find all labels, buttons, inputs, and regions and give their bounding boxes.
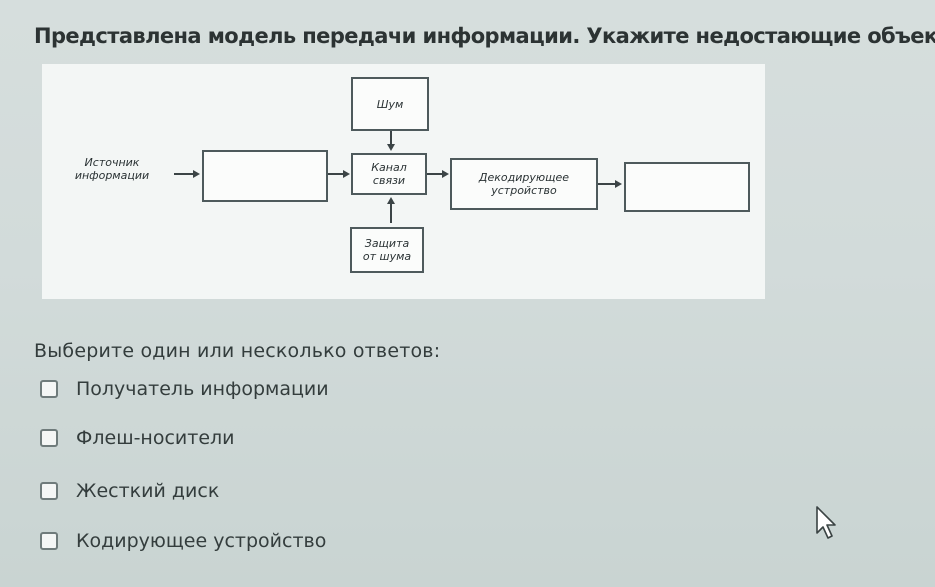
noise-arrow [390,131,392,145]
blank1-arrow-head [343,170,350,178]
option-receiver-checkbox[interactable] [40,380,58,398]
decoder-arrow [598,183,616,185]
option-encoder[interactable]: Кодирующее устройство [40,530,326,552]
missing-receiver-box [624,162,750,212]
channel-label-line1: Канал [371,161,407,174]
decoder-box: Декодирующее устройство [450,158,598,210]
answer-prompt: Выберите один или несколько ответов: [34,340,441,362]
option-receiver-label[interactable]: Получатель информации [76,378,329,400]
option-receiver[interactable]: Получатель информации [40,378,329,400]
source-arrow [174,173,194,175]
noise-box: Шум [351,77,429,131]
decoder-label-line1: Декодирующее [478,171,570,184]
decoder-arrow-head [615,180,622,188]
channel-box: Канал связи [351,153,427,195]
option-hard-disk-label[interactable]: Жесткий диск [76,480,220,502]
channel-arrow [427,173,443,175]
mouse-pointer-icon [816,506,836,539]
noise-label: Шум [376,97,404,111]
option-flash-drives-checkbox[interactable] [40,429,58,447]
transmission-model-diagram: Шум Источник информации Канал связи Деко… [42,64,765,299]
option-hard-disk[interactable]: Жесткий диск [40,480,219,502]
option-flash-drives-label[interactable]: Флеш-носители [76,427,235,449]
protection-label-line2: от шума [362,250,412,263]
option-encoder-checkbox[interactable] [40,532,58,550]
blank1-arrow [328,173,344,175]
source-label-line1: Источник [84,156,140,169]
option-hard-disk-checkbox[interactable] [40,482,58,500]
protection-label-line1: Защита [364,237,410,250]
option-encoder-label[interactable]: Кодирующее устройство [76,530,327,552]
channel-arrow-head [442,170,449,178]
missing-encoder-box [202,150,328,202]
option-flash-drives[interactable]: Флеш-носители [40,427,235,449]
source-label-line2: информации [74,169,150,182]
decoder-label-line2: устройство [491,184,557,197]
protection-arrow-head [387,197,395,204]
noise-protection-box: Защита от шума [350,227,424,273]
source-arrow-head [193,170,200,178]
source-label: Источник информации [58,156,166,182]
protection-arrow [390,203,392,223]
question-text: Представлена модель передачи информации.… [34,24,935,48]
noise-arrow-head [387,144,395,151]
channel-label-line2: связи [372,174,406,187]
